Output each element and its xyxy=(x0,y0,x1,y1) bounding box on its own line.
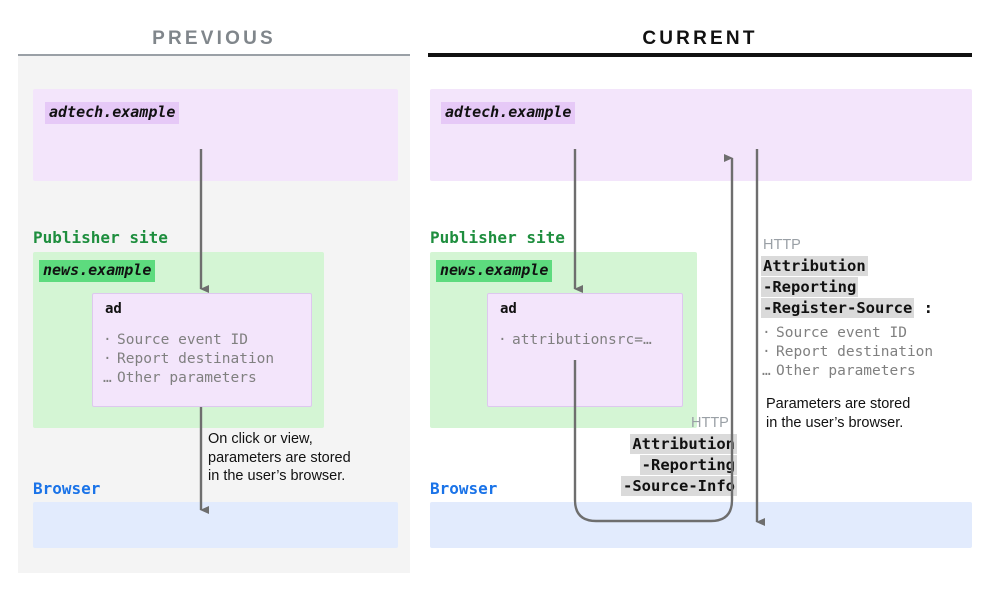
ad-parameter-list-previous: · Source event ID · Report destination … Othe… xyxy=(103,331,274,388)
http-header-token-text: -Register-Source xyxy=(761,298,915,318)
http-header-token: -Reporting xyxy=(761,277,859,298)
adtech-domain-chip-previous: adtech.example xyxy=(45,102,180,125)
http-response-parameter-list: · Source event ID · Report destination … Othe… xyxy=(762,324,933,381)
adtech-domain-chip-current: adtech.example xyxy=(441,102,576,125)
http-header-token: -Source-Info xyxy=(621,476,737,497)
http-header-colon: : xyxy=(914,299,933,317)
publisher-domain-chip-current: news.example xyxy=(436,260,553,283)
note-current: Parameters are stored in the user’s brow… xyxy=(766,396,911,431)
bullet-glyph: … xyxy=(762,363,771,379)
browser-label-current: Browser xyxy=(430,479,498,498)
bullet-glyph: · xyxy=(498,332,507,348)
ad-parameter-item: · Report destination xyxy=(103,350,274,369)
http-header-token-text: -Reporting xyxy=(761,277,859,297)
column-title-previous: PREVIOUS xyxy=(152,28,276,49)
http-request-kicker: HTTP xyxy=(691,415,729,431)
publisher-site-label-previous: Publisher site xyxy=(33,228,168,247)
ad-parameter-item: · Source event ID xyxy=(103,331,274,350)
http-header-token-text: -Reporting xyxy=(639,455,737,475)
http-parameter-item: · Report destination xyxy=(762,343,933,362)
ad-parameter-item: … Other parameters xyxy=(103,369,274,388)
http-header-token-text: Attribution xyxy=(761,256,868,276)
publisher-site-label-current: Publisher site xyxy=(430,228,565,247)
bullet-glyph: · xyxy=(103,351,112,367)
bullet-glyph: · xyxy=(103,332,112,348)
browser-region-previous xyxy=(33,502,398,548)
parameter-label: Report destination xyxy=(117,351,275,367)
http-parameter-item: … Other parameters xyxy=(762,362,933,381)
http-header-token: Attribution xyxy=(761,256,868,277)
ad-box-title-current: ad xyxy=(500,301,517,317)
http-header-token: -Register-Source : xyxy=(761,298,933,319)
http-response-header-tokens: Attribution-Reporting-Register-Source : xyxy=(761,256,933,319)
ad-box-previous xyxy=(92,293,312,407)
ad-box-title-previous: ad xyxy=(105,301,122,317)
parameter-label: Other parameters xyxy=(117,370,257,386)
browser-region-current xyxy=(430,502,972,548)
bullet-glyph: · xyxy=(762,325,771,341)
http-request-header-tokens: Attribution-Reporting-Source-Info xyxy=(608,434,737,497)
http-response-kicker: HTTP xyxy=(763,237,801,253)
parameter-label: Source event ID xyxy=(117,332,248,348)
parameter-label: Report destination xyxy=(776,344,934,360)
publisher-domain-chip-previous: news.example xyxy=(39,260,156,283)
http-header-token: -Reporting xyxy=(639,455,737,476)
http-parameter-item: · Source event ID xyxy=(762,324,933,343)
note-previous: On click or view, parameters are stored … xyxy=(208,431,351,484)
http-header-token-text: Attribution xyxy=(630,434,737,454)
parameter-label: Other parameters xyxy=(776,363,916,379)
bullet-glyph: … xyxy=(103,370,112,386)
http-header-token-text: -Source-Info xyxy=(621,476,737,496)
parameter-label: Source event ID xyxy=(776,325,907,341)
ad-parameter-list-current: · attributionsrc=… xyxy=(498,331,652,350)
bullet-glyph: · xyxy=(762,344,771,360)
ad-parameter-item: · attributionsrc=… xyxy=(498,331,652,350)
column-divider-previous xyxy=(18,54,410,56)
parameter-label: attributionsrc=… xyxy=(512,332,652,348)
column-title-current: CURRENT xyxy=(642,28,758,49)
browser-label-previous: Browser xyxy=(33,479,101,498)
http-header-token: Attribution xyxy=(630,434,737,455)
column-divider-current xyxy=(428,53,972,57)
